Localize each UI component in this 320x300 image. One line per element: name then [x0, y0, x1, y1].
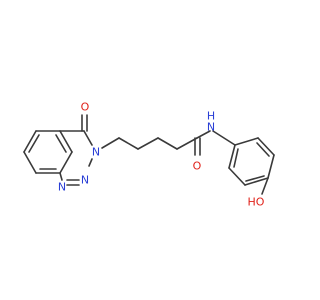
atom-n3-label: N	[92, 146, 100, 159]
atom-oh-phenol-label: HO	[248, 196, 265, 209]
bond	[196, 130, 211, 139]
atom-h-amide-label: H	[207, 110, 215, 123]
bond	[28, 134, 40, 153]
bond	[228, 167, 246, 186]
bond	[245, 175, 265, 182]
atom-o-amide: O	[193, 160, 202, 173]
bond	[257, 137, 275, 156]
bond	[256, 142, 270, 157]
atom-nh-amide: N H	[207, 110, 215, 134]
bond	[244, 177, 269, 186]
bond	[23, 130, 37, 153]
bond	[233, 148, 239, 168]
bond	[176, 137, 198, 150]
bond	[59, 130, 73, 153]
atom-n1-label: N	[58, 181, 66, 194]
molecule-drawing: O N N N N H O HO	[23, 101, 275, 209]
atom-n3: N	[92, 146, 100, 159]
bond	[261, 177, 269, 195]
bond	[101, 137, 120, 149]
bond	[23, 151, 37, 174]
bond	[88, 158, 93, 167]
atom-n2-label: N	[81, 174, 89, 187]
atom-nh-amide-label: N	[207, 121, 215, 134]
bond	[59, 172, 63, 181]
bond	[267, 154, 275, 179]
atom-o-amide-label: O	[193, 160, 202, 173]
atom-n2: N	[81, 174, 89, 187]
bond	[55, 134, 67, 153]
bond	[212, 130, 236, 146]
atom-o-ketone: O	[81, 101, 90, 114]
bond	[157, 137, 178, 150]
bond	[234, 137, 259, 146]
bond	[83, 130, 93, 146]
bond	[137, 137, 159, 150]
atom-oh-phenol: HO	[248, 196, 265, 209]
bond	[118, 137, 139, 150]
atom-o-ketone-label: O	[81, 101, 90, 114]
structure-diagram: O N N N N H O HO	[23, 101, 275, 209]
bond	[59, 151, 73, 174]
bond	[228, 144, 236, 169]
atom-n1: N	[58, 181, 66, 194]
